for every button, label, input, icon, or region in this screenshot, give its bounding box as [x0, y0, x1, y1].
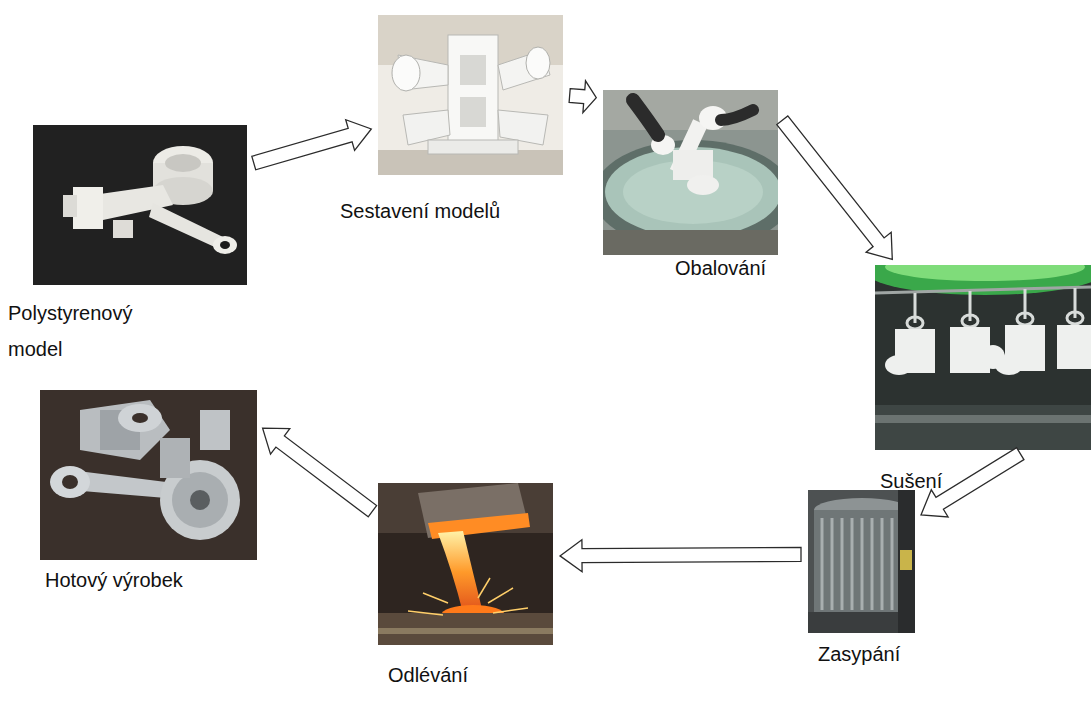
coating-photo	[603, 90, 778, 255]
photo-detail	[1067, 312, 1083, 324]
step-caption: Zasypání	[818, 636, 958, 672]
flow-arrow	[777, 116, 893, 260]
photo-detail	[900, 550, 912, 570]
photo-detail	[438, 531, 483, 613]
photo-detail	[1017, 313, 1033, 325]
step-photo-frame: Polystyrenový model	[33, 125, 247, 285]
step-caption: Obalování	[675, 250, 815, 286]
photo-detail	[962, 315, 978, 327]
photo-detail	[881, 518, 884, 610]
photo-detail	[172, 472, 228, 528]
photo-detail	[907, 288, 1083, 329]
photo-detail	[378, 483, 553, 645]
photo-detail	[721, 110, 753, 120]
step-photo-frame: Hotový výrobek	[40, 390, 257, 560]
photo-detail	[891, 518, 894, 610]
step-caption: Odlévání	[388, 657, 548, 693]
photo-detail	[378, 628, 553, 634]
step-photo-frame: Sušení	[875, 265, 1091, 450]
photo-detail	[118, 404, 162, 432]
model-photo	[33, 125, 247, 285]
photo-detail	[392, 55, 420, 91]
photo-detail	[478, 578, 490, 598]
flow-arrow	[263, 428, 377, 517]
photo-detail	[603, 230, 778, 255]
photo-detail	[408, 611, 443, 615]
photo-detail	[871, 518, 874, 610]
cluster-photo	[378, 15, 563, 175]
photo-detail	[1057, 325, 1091, 369]
photo-detail	[160, 438, 190, 478]
photo-detail	[40, 390, 257, 560]
photo-detail	[50, 466, 90, 498]
step-photo-frame: Obalování	[603, 90, 778, 255]
photo-detail	[213, 236, 237, 254]
photo-detail	[408, 578, 528, 615]
photo-detail	[448, 35, 498, 145]
photo-detail	[875, 415, 1091, 423]
photo-detail	[73, 187, 103, 229]
photo-detail	[821, 518, 824, 610]
filling-photo	[808, 490, 915, 633]
photo-detail	[633, 100, 658, 135]
photo-detail	[831, 518, 834, 610]
photo-detail	[190, 490, 210, 510]
photo-detail	[132, 413, 148, 423]
step-photo-frame: Zasypání	[808, 490, 915, 633]
photo-detail	[885, 355, 913, 375]
photo-detail	[841, 518, 844, 610]
step-caption: Polystyrenový model	[8, 295, 158, 367]
photo-detail	[165, 154, 201, 172]
photo-detail	[875, 287, 1091, 293]
photo-detail	[378, 613, 553, 645]
flow-arrow	[252, 120, 371, 170]
photo-detail	[488, 588, 513, 603]
photo-detail	[808, 490, 915, 633]
photo-detail	[493, 608, 528, 613]
photo-detail	[605, 147, 778, 237]
photo-detail	[113, 220, 133, 238]
step-caption: Hotový výrobek	[45, 562, 245, 598]
step-caption: Sestavení modelů	[340, 193, 560, 229]
photo-detail	[200, 410, 230, 450]
photo-detail	[220, 241, 230, 249]
photo-detail	[885, 325, 1091, 375]
photo-detail	[851, 518, 854, 610]
photo-detail	[995, 355, 1023, 375]
photo-detail	[885, 265, 1085, 281]
photo-detail	[822, 518, 902, 610]
photo-detail	[378, 15, 563, 175]
photo-detail	[814, 510, 910, 615]
pouring-photo	[378, 483, 553, 645]
photo-detail	[460, 55, 486, 85]
part-photo	[40, 390, 257, 560]
step-photo-frame: Sestavení modelů	[378, 15, 563, 175]
photo-detail	[861, 518, 864, 610]
photo-detail	[33, 125, 247, 285]
flow-arrow	[560, 540, 801, 572]
photo-detail	[687, 175, 719, 195]
photo-detail	[423, 593, 448, 603]
photo-detail	[898, 490, 915, 633]
photo-detail	[526, 47, 550, 79]
photo-detail	[63, 195, 77, 217]
photo-detail	[62, 475, 78, 489]
flow-arrow	[569, 81, 596, 113]
photo-detail	[460, 97, 486, 127]
step-photo-frame: Odlévání	[378, 483, 553, 645]
photo-detail	[33, 125, 247, 285]
drying-photo	[875, 265, 1091, 450]
photo-detail	[875, 265, 1091, 295]
photo-detail	[907, 317, 923, 329]
photo-detail	[875, 405, 1091, 450]
photo-detail	[149, 203, 223, 249]
photo-detail	[80, 400, 170, 460]
step-caption: Sušení	[880, 463, 1000, 499]
photo-detail	[428, 140, 518, 154]
